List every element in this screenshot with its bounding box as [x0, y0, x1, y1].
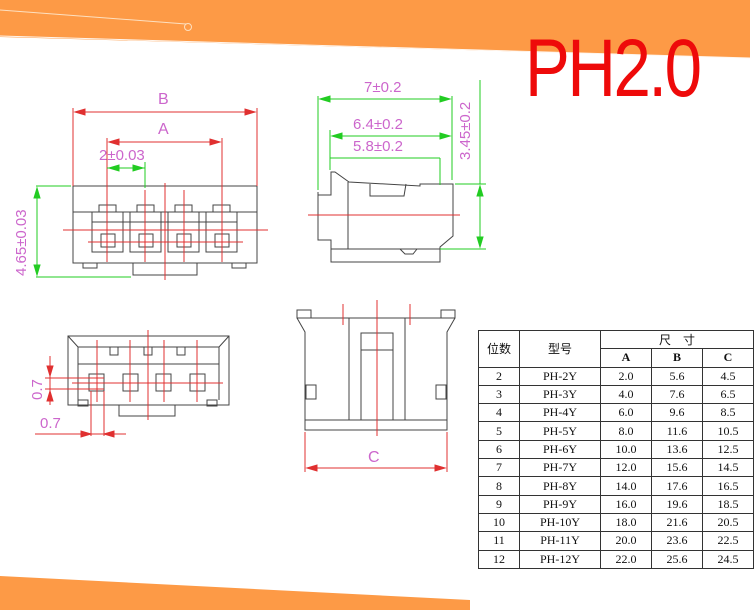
dim-label-side-height: 3.45±0.2 [457, 101, 474, 160]
header-positions: 位数 [478, 330, 520, 368]
dim-label-b: B [158, 91, 169, 108]
header-c: C [702, 348, 754, 368]
end-view-red-dims [304, 300, 448, 472]
dim-label-a: A [158, 121, 169, 138]
header-a: A [600, 348, 652, 368]
cell-a: 14.0 [600, 476, 652, 496]
dim-label-side-inner: 5.8±0.2 [353, 138, 403, 155]
dim-label-pitch: 2±0.03 [99, 147, 145, 164]
cell-a: 20.0 [600, 531, 652, 551]
cell-b: 21.6 [651, 512, 703, 533]
dim-label-pin-width: 0.7 [40, 415, 61, 432]
cell-c: 6.5 [702, 384, 754, 405]
cell-pos: 6 [478, 439, 520, 460]
cell-model: PH-11Y [519, 531, 601, 551]
cell-model: PH-3Y [519, 384, 601, 405]
cell-model: PH-6Y [519, 439, 601, 460]
cell-a: 12.0 [600, 458, 652, 478]
cell-c: 16.5 [702, 476, 754, 496]
front-view-red-dims [63, 108, 268, 280]
header-model: 型号 [519, 330, 601, 368]
cell-pos: 7 [478, 458, 520, 478]
cell-b: 15.6 [651, 458, 703, 478]
cell-pos: 3 [478, 384, 520, 405]
dim-label-side-overall: 7±0.2 [364, 79, 402, 96]
header-dimensions: 尺 寸 [600, 329, 754, 350]
dim-label-pin-height: 0.7 [29, 379, 46, 400]
side-view-drawing [317, 171, 454, 263]
cell-model: PH-4Y [519, 403, 601, 423]
cell-model: PH-8Y [519, 476, 601, 496]
cell-c: 24.5 [702, 549, 754, 569]
cell-b: 13.6 [651, 439, 703, 460]
page-title: PH2.0 [525, 23, 702, 114]
cell-c: 22.5 [702, 531, 754, 551]
cell-b: 23.6 [651, 531, 703, 551]
cell-b: 11.6 [651, 421, 703, 441]
cell-pos: 11 [478, 531, 520, 551]
cell-c: 10.5 [702, 421, 754, 441]
cell-c: 14.5 [702, 458, 754, 478]
header-b: B [651, 348, 703, 368]
end-view-drawing [296, 309, 456, 431]
cell-c: 20.5 [702, 512, 754, 533]
cell-b: 9.6 [651, 403, 703, 423]
cell-pos: 2 [478, 366, 520, 386]
side-view-dims [317, 80, 486, 250]
cell-a: 4.0 [600, 384, 652, 405]
cell-b: 7.6 [651, 384, 703, 405]
cell-a: 10.0 [600, 439, 652, 460]
cell-b: 25.6 [651, 549, 703, 569]
front-view-green-dims [33, 162, 146, 278]
cell-b: 19.6 [651, 494, 703, 514]
cell-model: PH-9Y [519, 494, 601, 514]
cell-model: PH-10Y [519, 512, 601, 533]
cell-c: 8.5 [702, 403, 754, 423]
cell-model: PH-2Y [519, 366, 601, 386]
cell-b: 17.6 [651, 476, 703, 496]
bottom-view-red-dims [35, 330, 223, 438]
cell-pos: 10 [478, 512, 520, 533]
cell-c: 12.5 [702, 439, 754, 460]
cell-pos: 9 [478, 494, 520, 514]
dim-label-front-height: 4.65±0.03 [13, 209, 30, 276]
cell-model: PH-5Y [519, 421, 601, 441]
cell-a: 6.0 [600, 403, 652, 423]
cell-pos: 5 [478, 421, 520, 441]
dim-label-c: C [368, 449, 380, 466]
cell-a: 16.0 [600, 494, 652, 514]
cell-a: 8.0 [600, 421, 652, 441]
bottom-orange-banner [0, 576, 470, 610]
cell-c: 4.5 [702, 366, 754, 386]
cell-model: PH-7Y [519, 458, 601, 478]
cell-b: 5.6 [651, 366, 703, 386]
cell-a: 2.0 [600, 366, 652, 386]
dim-label-side-mid: 6.4±0.2 [353, 116, 403, 133]
cell-pos: 4 [478, 403, 520, 423]
cell-c: 18.5 [702, 494, 754, 514]
top-orange-banner [0, 0, 750, 58]
banner-line [0, 9, 187, 25]
cell-pos: 8 [478, 476, 520, 496]
cell-model: PH-12Y [519, 549, 601, 569]
cell-pos: 12 [478, 549, 520, 569]
cell-a: 22.0 [600, 549, 652, 569]
cell-a: 18.0 [600, 512, 652, 533]
banner-circle-icon [184, 23, 192, 31]
